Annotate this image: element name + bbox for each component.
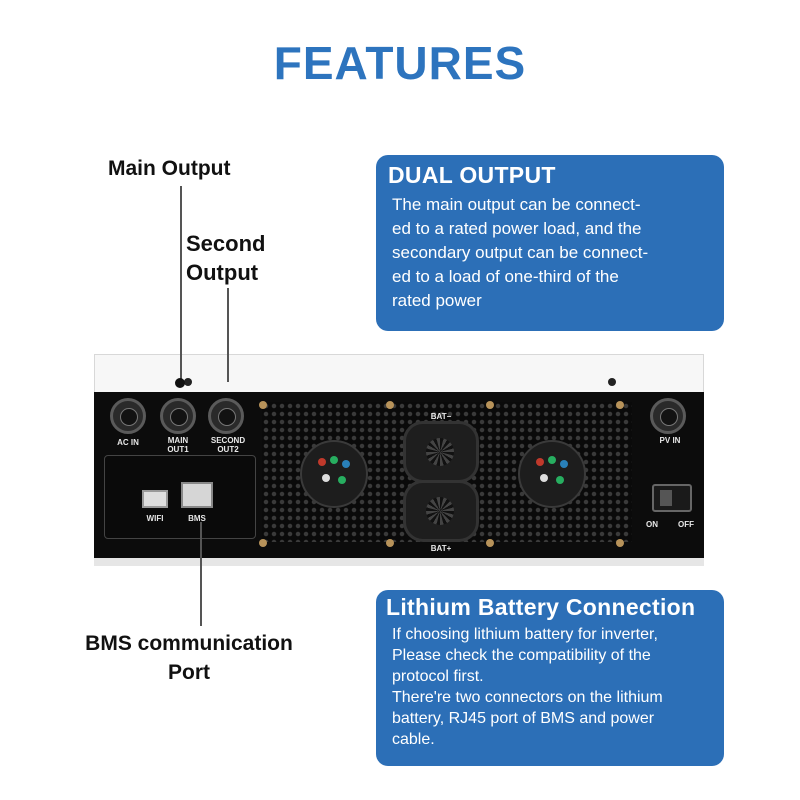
- ac-in-label: AC IN: [117, 438, 139, 447]
- second-output-leader: [227, 288, 229, 382]
- lithium-battery-heading: Lithium Battery Connection: [386, 594, 696, 620]
- bms-port-line2: Port: [168, 661, 210, 684]
- second-out2-label-l2: OUT2: [217, 445, 239, 454]
- second-out2-label-l1: SECOND: [210, 436, 246, 445]
- main-out1-label-l2: OUT1: [167, 445, 189, 454]
- top-screw-left: [184, 378, 192, 386]
- pv-in-label: PV IN: [659, 436, 681, 445]
- bms-leader: [200, 522, 202, 626]
- main-out1-label-l1: MAIN: [167, 436, 189, 445]
- switch-on-label: ON: [646, 520, 658, 529]
- top-screw-right: [608, 378, 616, 386]
- cooling-fan-right: [518, 440, 586, 508]
- comm-panel: [104, 455, 256, 539]
- switch-off-label: OFF: [678, 520, 694, 529]
- main-output-text: Main Output: [108, 157, 231, 180]
- battery-negative-terminal: [403, 421, 479, 483]
- second-output-line1: Second: [186, 231, 266, 256]
- main-output-leader: [180, 186, 182, 382]
- main-out1-label: MAIN OUT1: [156, 436, 200, 454]
- power-switch: [652, 484, 692, 512]
- screw-5: [259, 539, 267, 547]
- wifi-port: [142, 490, 168, 508]
- battery-positive-terminal: [403, 480, 479, 542]
- screw-8: [616, 539, 624, 547]
- second-output-line2: Output: [186, 260, 259, 285]
- lithium-battery-callout: Lithium Battery Connection If choosing l…: [376, 590, 724, 766]
- second-out2-port: [208, 398, 244, 434]
- dual-output-text: The main output can be connect- ed to a …: [392, 195, 649, 310]
- second-out2-label: SECOND OUT2: [204, 436, 252, 454]
- screw-3: [486, 401, 494, 409]
- bms-rj45-port: [181, 482, 213, 508]
- screw-2: [386, 401, 394, 409]
- lithium-battery-text: If choosing lithium battery for inverter…: [392, 626, 663, 748]
- bms-port-line1: BMS communication: [85, 632, 293, 655]
- inverter-top-panel: [94, 354, 704, 394]
- second-output-label: Second Output: [186, 229, 265, 287]
- wifi-label: WIFI: [146, 514, 164, 523]
- bms-label: BMS: [188, 514, 206, 523]
- dual-output-heading: DUAL OUTPUT: [388, 162, 556, 188]
- dual-output-callout: DUAL OUTPUT The main output can be conne…: [376, 155, 724, 331]
- screw-6: [386, 539, 394, 547]
- main-output-leader-dot: [175, 378, 185, 388]
- main-out1-port: [160, 398, 196, 434]
- ac-in-port: [110, 398, 146, 434]
- bat-plus-label: BAT+: [430, 544, 452, 553]
- pv-in-port: [650, 398, 686, 434]
- inverter-bottom-edge: [94, 558, 704, 566]
- cooling-fan-left: [300, 440, 368, 508]
- screw-4: [616, 401, 624, 409]
- main-output-label: Main Output: [108, 154, 230, 183]
- page-title: FEATURES: [273, 37, 527, 89]
- bms-port-label: BMS communication Port: [66, 629, 312, 687]
- bat-minus-label: BAT−: [430, 412, 452, 421]
- screw-7: [486, 539, 494, 547]
- screw-1: [259, 401, 267, 409]
